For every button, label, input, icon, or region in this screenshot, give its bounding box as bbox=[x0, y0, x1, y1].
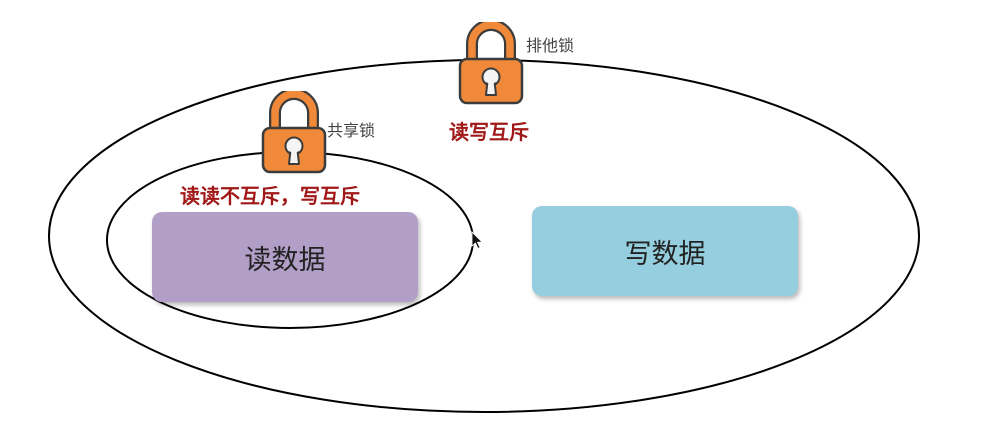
shared-lock-padlock-icon bbox=[261, 91, 327, 174]
read-data-label: 读数据 bbox=[244, 244, 326, 276]
exclusive-lock-rule: 读写互斥 bbox=[449, 120, 529, 144]
write-data-box: 写数据 bbox=[532, 206, 798, 296]
exclusive-lock-name: 排他锁 bbox=[526, 36, 575, 55]
mouse-pointer-icon bbox=[471, 231, 483, 250]
exclusive-lock-padlock-icon bbox=[458, 22, 524, 105]
shared-lock-rule: 读读不互斥，写互斥 bbox=[180, 184, 360, 208]
read-data-box: 读数据 bbox=[152, 212, 418, 302]
shared-lock-name: 共享锁 bbox=[327, 121, 376, 140]
write-data-label: 写数据 bbox=[624, 238, 706, 270]
